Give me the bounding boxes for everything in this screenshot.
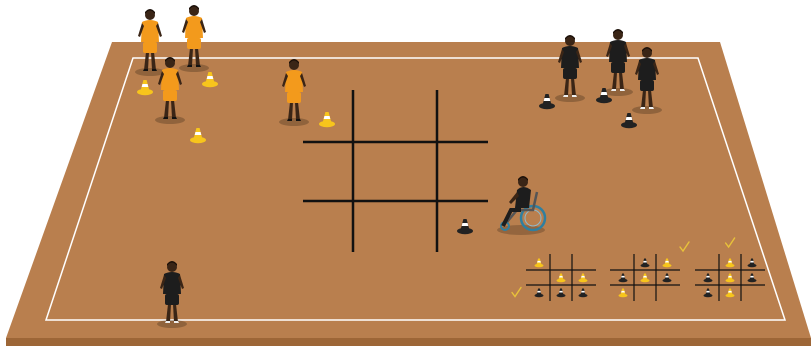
court-floor [6, 42, 811, 338]
court [6, 42, 811, 346]
court-edge [6, 338, 811, 346]
